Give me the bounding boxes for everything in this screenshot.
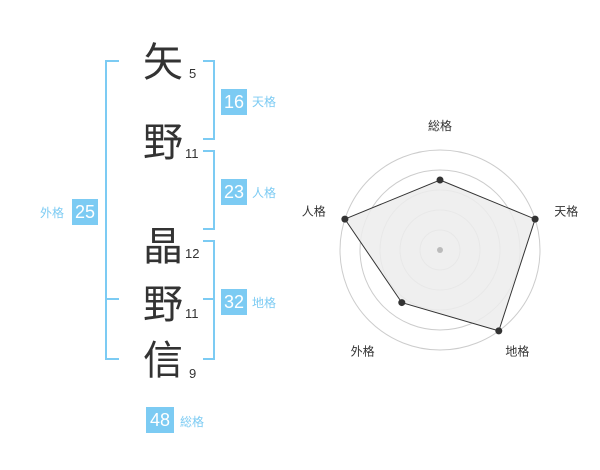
radar-point xyxy=(531,215,539,223)
chikaku-bracket-tick xyxy=(203,298,215,300)
radar-ring xyxy=(339,149,541,351)
name-char-4: 野 xyxy=(143,282,183,328)
name-char-2: 野 xyxy=(143,120,183,166)
chikaku-value: 32 xyxy=(221,289,247,315)
gaikaku-label: 外格 xyxy=(40,206,65,220)
radar-axis-label-gaikaku: 外格 xyxy=(351,344,375,359)
stroke-count-2: 11 xyxy=(185,146,199,161)
stroke-count-1: 5 xyxy=(189,66,197,81)
soukaku-value: 48 xyxy=(146,407,174,433)
radar-point xyxy=(436,176,444,184)
name-char-1: 矢 xyxy=(143,40,183,86)
radar-center-point xyxy=(437,247,443,253)
stroke-count-5: 9 xyxy=(189,366,197,381)
radar-axis-label-soukaku: 総格 xyxy=(428,118,452,133)
radar-axis-label-chikaku: 地格 xyxy=(505,344,529,359)
name-char-5: 信 xyxy=(143,338,183,384)
tenkaku-bracket xyxy=(203,60,215,140)
stroke-count-3: 12 xyxy=(185,246,200,261)
jinkaku-bracket xyxy=(203,150,215,230)
jinkaku-label: 人格 xyxy=(252,186,277,200)
tenkaku-value: 16 xyxy=(221,89,247,115)
radar-data-polygon xyxy=(344,179,536,332)
chikaku-label: 地格 xyxy=(252,296,277,310)
gaikaku-bracket xyxy=(105,60,119,360)
jinkaku-value: 23 xyxy=(221,179,247,205)
radar-point xyxy=(398,299,406,307)
radar-point xyxy=(495,327,503,335)
chikaku-bracket xyxy=(203,240,215,360)
radar-axis-label-tenkaku: 天格 xyxy=(554,204,578,219)
gaikaku-bracket-tick xyxy=(105,298,119,300)
soukaku-label: 総格 xyxy=(180,415,205,429)
gaikaku-value: 25 xyxy=(72,199,98,225)
radar-point xyxy=(341,215,349,223)
name-char-3: 晶 xyxy=(143,224,183,270)
fortune-radar-chart: 総格 天格 地格 外格 人格 xyxy=(302,118,578,359)
stroke-count-4: 11 xyxy=(185,306,199,321)
radar-axis-label-jinkaku: 人格 xyxy=(302,204,326,219)
tenkaku-label: 天格 xyxy=(252,95,277,109)
